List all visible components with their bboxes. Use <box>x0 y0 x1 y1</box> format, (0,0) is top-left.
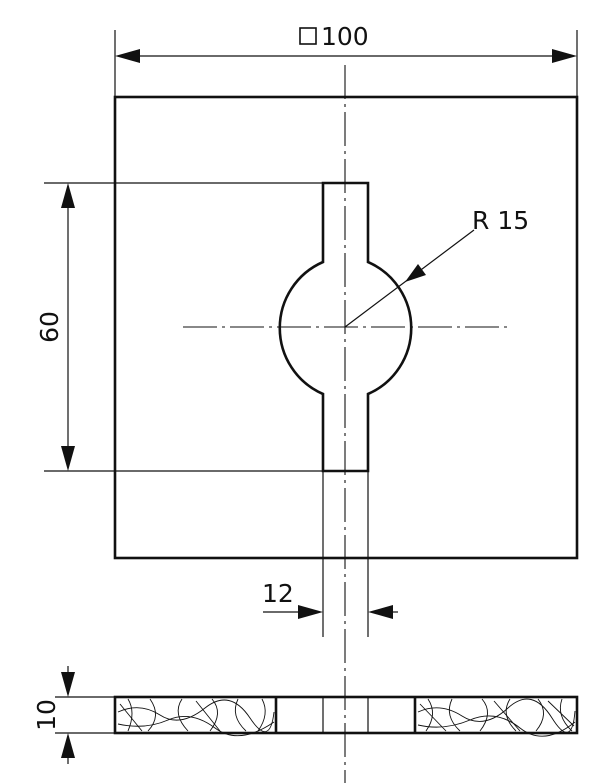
slot-width-arrow-right <box>368 605 393 619</box>
radius-dimension: R 15 <box>344 206 529 328</box>
slot-width-value: 12 <box>262 579 294 608</box>
slot-width-dimension: 12 <box>262 471 398 637</box>
plate-outline <box>113 95 579 560</box>
radius-arrow <box>405 264 426 282</box>
square-symbol <box>299 27 317 45</box>
width-arrow-left <box>115 49 140 63</box>
wood-hatching-left <box>117 698 275 737</box>
wood-hatching-right <box>417 698 576 737</box>
width-dimension: 100 <box>114 22 578 97</box>
width-value: 100 <box>321 22 369 51</box>
slot-height-arrow-top <box>61 183 75 208</box>
thickness-arrow-bottom <box>61 733 75 758</box>
slot-height-value: 60 <box>35 311 64 343</box>
slot-height-arrow-bottom <box>61 446 75 471</box>
thickness-dimension: 10 <box>32 666 115 764</box>
radius-value: R 15 <box>472 206 529 235</box>
slot-width-arrow-left <box>298 605 323 619</box>
top-view <box>113 65 579 783</box>
width-arrow-right <box>552 49 577 63</box>
thickness-arrow-top <box>61 672 75 697</box>
thickness-value: 10 <box>32 699 61 731</box>
slot-height-dimension: 60 <box>35 182 323 472</box>
section-outline <box>113 695 579 735</box>
section-view <box>113 695 579 737</box>
